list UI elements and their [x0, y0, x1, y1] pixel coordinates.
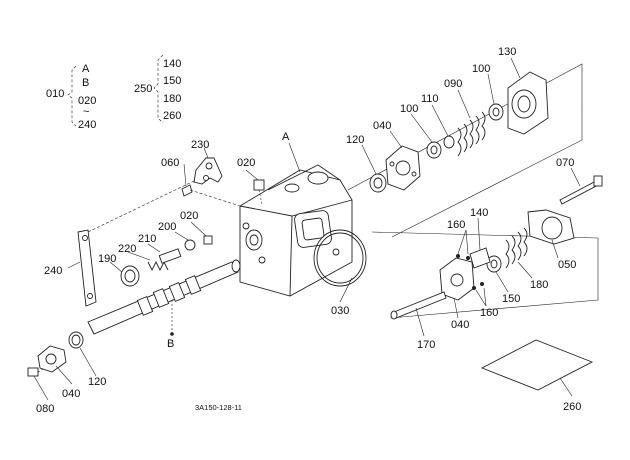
pin-210 — [158, 248, 182, 264]
spring-220 — [147, 260, 169, 272]
legend-group-010: 010 A B 020 ~ 240 — [46, 63, 96, 131]
label-100-top: 100 — [472, 63, 490, 75]
cover-130 — [507, 71, 549, 135]
pin-170 — [390, 291, 447, 320]
label-040-right: 040 — [451, 319, 469, 331]
label-030: 030 — [331, 305, 349, 317]
legend-item-240: 240 — [78, 119, 96, 131]
leader-lines — [33, 57, 581, 401]
label-240: 240 — [44, 265, 62, 277]
label-110: 110 — [421, 93, 439, 105]
balls-160 — [456, 254, 484, 290]
label-200: 200 — [158, 221, 176, 233]
label-160-top: 160 — [447, 219, 465, 231]
sheet-260 — [480, 339, 594, 391]
label-a: A — [282, 131, 290, 143]
seal-120-upper — [369, 173, 387, 193]
legend-item-150: 150 — [163, 75, 181, 87]
label-160-bottom: 160 — [480, 307, 498, 319]
spring-090 — [457, 111, 486, 157]
washer-100-a — [426, 141, 442, 159]
label-120-lower: 120 — [88, 376, 106, 388]
label-210: 210 — [138, 233, 156, 245]
valve-body — [239, 164, 353, 297]
plug-200 — [184, 239, 196, 251]
drawing-number: 3A150-128-11 — [195, 403, 242, 412]
lever-240 — [77, 179, 197, 307]
retainer-150 — [486, 255, 502, 273]
label-020-side: 020 — [180, 210, 198, 222]
retainer-110 — [443, 135, 455, 149]
legend-item-260: 260 — [163, 110, 181, 122]
plug-020-side — [203, 235, 213, 245]
upper-assembly-outline — [347, 63, 583, 238]
legend-item-tilde: ~ — [83, 106, 89, 118]
seal-120-lower — [68, 331, 84, 349]
label-180: 180 — [530, 279, 548, 291]
label-020-top: 020 — [237, 157, 255, 169]
label-100-mid: 100 — [400, 103, 418, 115]
bracket-230 — [193, 157, 223, 185]
sleeve-140 — [469, 247, 491, 269]
label-190: 190 — [98, 253, 116, 265]
label-040-lower: 040 — [62, 388, 80, 400]
label-050: 050 — [558, 259, 576, 271]
legend-item-a: A — [82, 63, 90, 75]
legend-code-250: 250 — [134, 83, 152, 95]
cover-050 — [527, 209, 575, 245]
label-040-upper: 040 — [373, 120, 391, 132]
legend-code-010: 010 — [46, 88, 64, 100]
part-labels: 130 100 090 110 100 040 120 230 A 020 06… — [36, 46, 581, 415]
cap-190 — [120, 265, 140, 287]
spool-b — [87, 259, 241, 336]
label-130: 130 — [498, 46, 516, 58]
label-260: 260 — [563, 401, 581, 413]
label-230: 230 — [191, 139, 209, 151]
spring-180 — [505, 227, 528, 269]
label-060: 060 — [161, 157, 179, 169]
lower-assembly-outline — [371, 231, 599, 319]
legend-item-b: B — [82, 77, 89, 89]
bolt-070 — [559, 175, 603, 205]
legend-item-020: 020 — [78, 95, 96, 107]
label-120-upper: 120 — [346, 134, 364, 146]
label-090: 090 — [444, 78, 462, 90]
label-150: 150 — [502, 293, 520, 305]
plug-020-top — [253, 179, 265, 205]
bolt-060 — [181, 184, 241, 207]
o-ring-030 — [313, 229, 367, 287]
washer-100-b — [488, 103, 504, 121]
legend-item-140: 140 — [163, 58, 181, 70]
label-080: 080 — [36, 403, 54, 415]
legend-item-180: 180 — [163, 93, 181, 105]
label-140: 140 — [470, 207, 488, 219]
plate-040-lower — [37, 345, 67, 373]
label-220: 220 — [118, 243, 136, 255]
plate-040-upper — [385, 145, 421, 191]
label-170: 170 — [417, 339, 435, 351]
label-b: B — [167, 338, 174, 350]
plate-040-right — [439, 257, 475, 301]
label-070: 070 — [556, 157, 574, 169]
legend-group-250: 250 140 150 180 260 — [134, 54, 181, 124]
